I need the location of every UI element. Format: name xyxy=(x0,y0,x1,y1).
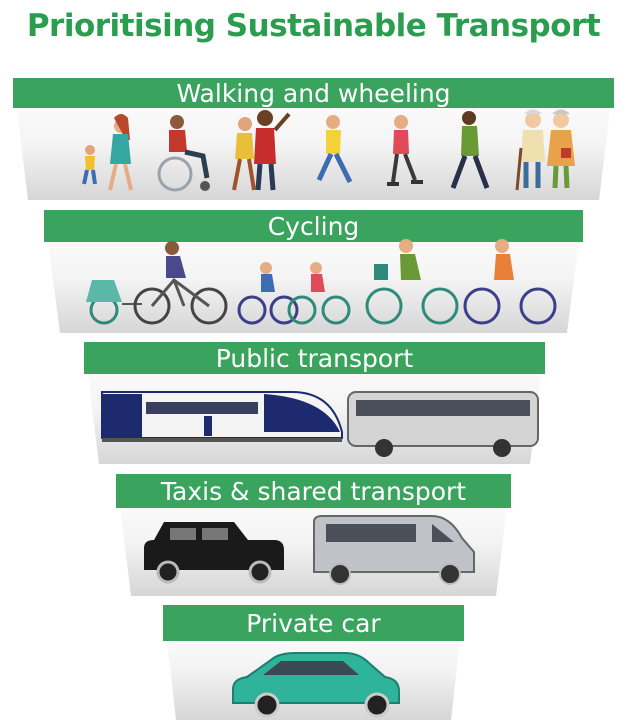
cyclists-icon xyxy=(86,239,557,325)
tier-label: Walking and wheeling xyxy=(176,79,451,108)
tier-public-transport: Public transport xyxy=(84,342,545,464)
pedestrians-and-wheelchair-user-icon xyxy=(82,109,575,192)
car-icon xyxy=(232,652,400,718)
tier-label: Public transport xyxy=(215,344,414,373)
train-and-coach-icon xyxy=(101,391,539,457)
tier-cycling: Cycling xyxy=(44,210,583,333)
tier-walking-and-wheeling: Walking and wheeling xyxy=(13,78,614,200)
tier-label: Taxis & shared transport xyxy=(160,477,467,506)
page-title: Prioritising Sustainable Transport xyxy=(26,8,601,44)
tier-panel xyxy=(13,78,614,200)
taxi-and-minibus-icon xyxy=(144,515,475,585)
tier-private-car: Private car xyxy=(163,605,464,720)
tier-label: Private car xyxy=(246,609,381,638)
tier-label: Cycling xyxy=(267,212,360,241)
tier-taxis-and-shared-transport: Taxis & shared transport xyxy=(116,474,511,596)
